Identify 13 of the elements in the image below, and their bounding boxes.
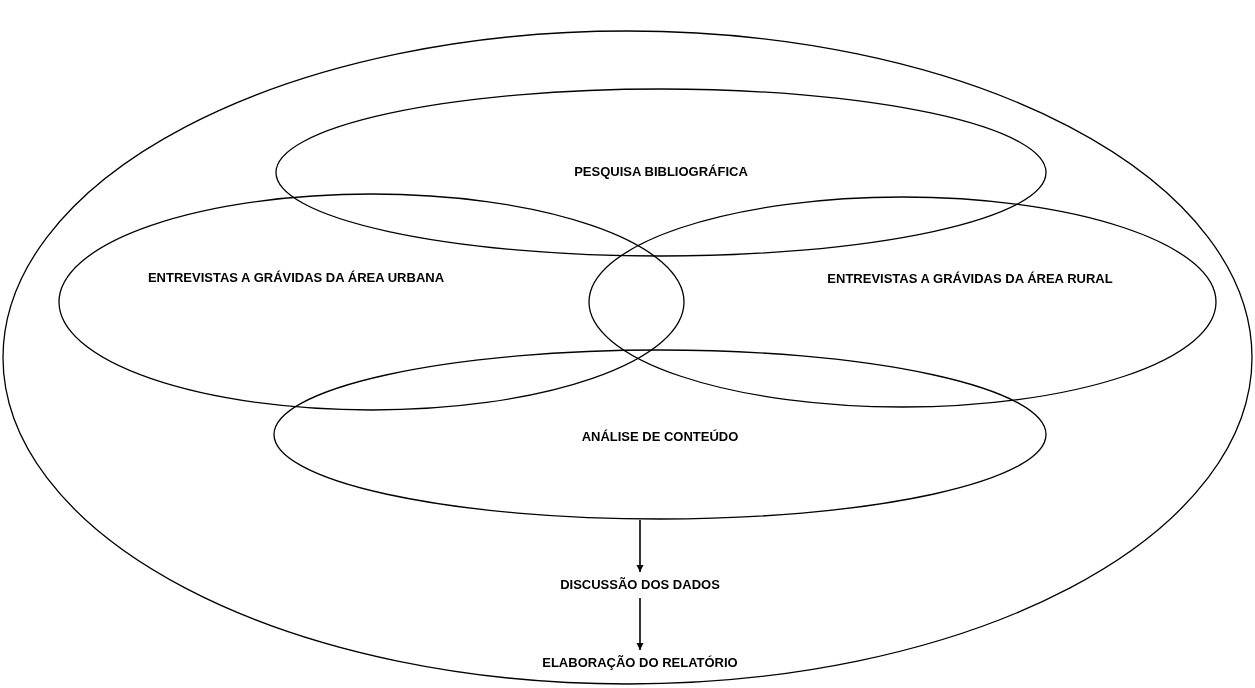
step-label: DISCUSSÃO DOS DADOS — [560, 572, 720, 598]
ellipse — [275, 88, 1047, 257]
ellipse-label: ANÁLISE DE CONTEÚDO — [580, 428, 740, 446]
ellipse — [588, 196, 1217, 408]
ellipse — [58, 193, 685, 411]
ellipse-label: ENTREVISTAS A GRÁVIDAS DA ÁREA URBANA — [146, 269, 446, 287]
arrow — [636, 519, 644, 573]
ellipse-label: PESQUISA BIBLIOGRÁFICA — [573, 163, 749, 181]
ellipse-label: ENTREVISTAS A GRÁVIDAS DA ÁREA RURAL — [826, 270, 1114, 288]
ellipse — [273, 349, 1047, 520]
arrow — [636, 597, 644, 651]
ellipse — [2, 30, 1253, 685]
step-label: ELABORAÇÃO DO RELATÓRIO — [520, 650, 760, 676]
